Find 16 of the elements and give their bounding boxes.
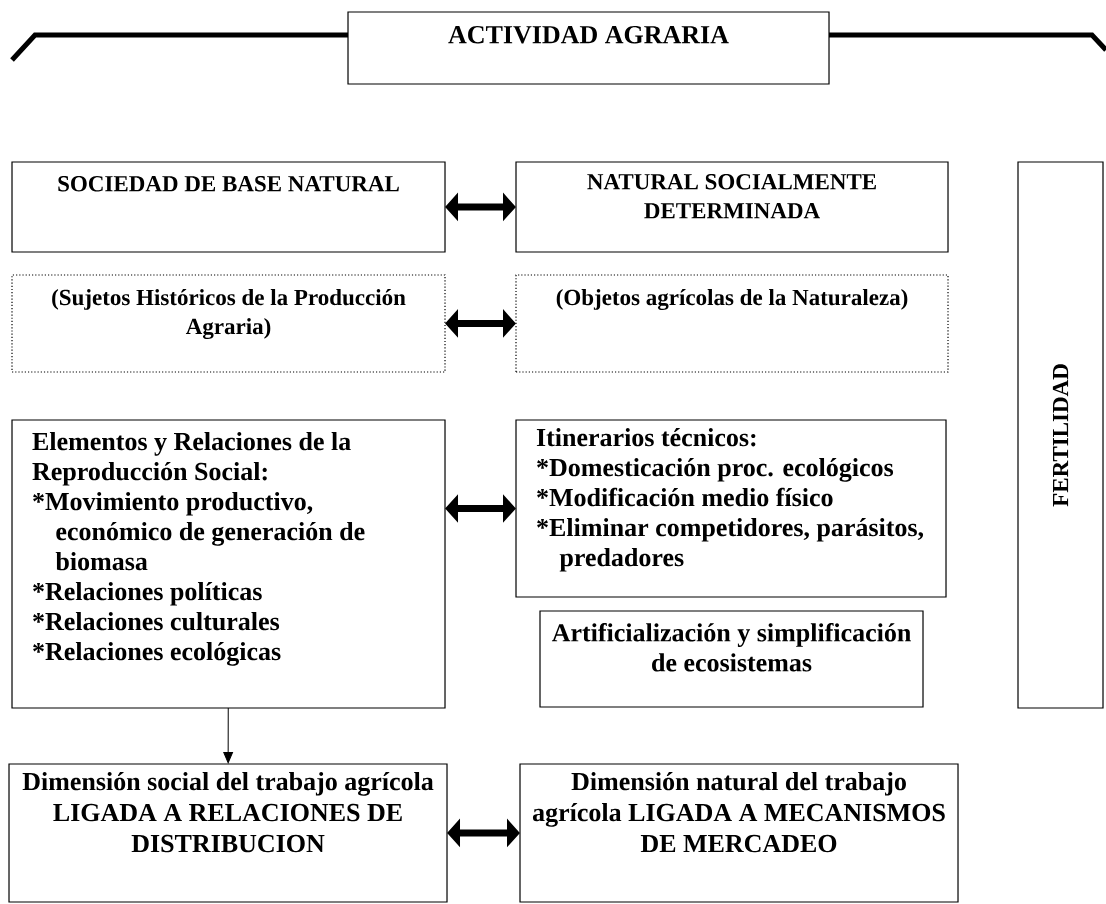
concept-box: Dimensión social del trabajo agrícola LIGADA A RELACIONES DE DISTRIBUCION (8, 763, 448, 903)
concept-box: NATURAL SOCIALMENTE DETERMINADA (515, 161, 949, 253)
double-arrow (445, 494, 516, 523)
double-arrow (447, 818, 520, 848)
arrow (223, 707, 234, 764)
title-box: ACTIVIDAD AGRARIA (347, 11, 830, 85)
concept-box: Artificialización y simplificación de ecosistemas (539, 610, 924, 708)
dotted-box: (Sujetos Históricos de la Producción Agraria) (11, 274, 446, 373)
double-arrow (445, 309, 516, 338)
concept-box: Dimensión natural del trabajo agrícola LIGADA A MECANISMOS DE MERCADEO (519, 763, 959, 903)
double-arrow (445, 192, 516, 222)
concept-box: Elementos y Relaciones de la Reproducción Social: *Movimiento productivo, económico de generación de biomasa *Relaciones políticas *Relaciones culturales *Relaciones ecológicas (11, 419, 446, 709)
concept-box: Itinerarios técnicos: *Domesticación proc. ecológicos *Modificación medio físico *Eliminar competidores, parásitos, predadores (515, 419, 947, 598)
dotted-box: (Objetos agrícolas de la Naturaleza) (515, 274, 949, 373)
concept-box: SOCIEDAD DE BASE NATURAL (11, 161, 446, 253)
vertical-label-box: FERTILIDAD (1017, 161, 1104, 709)
